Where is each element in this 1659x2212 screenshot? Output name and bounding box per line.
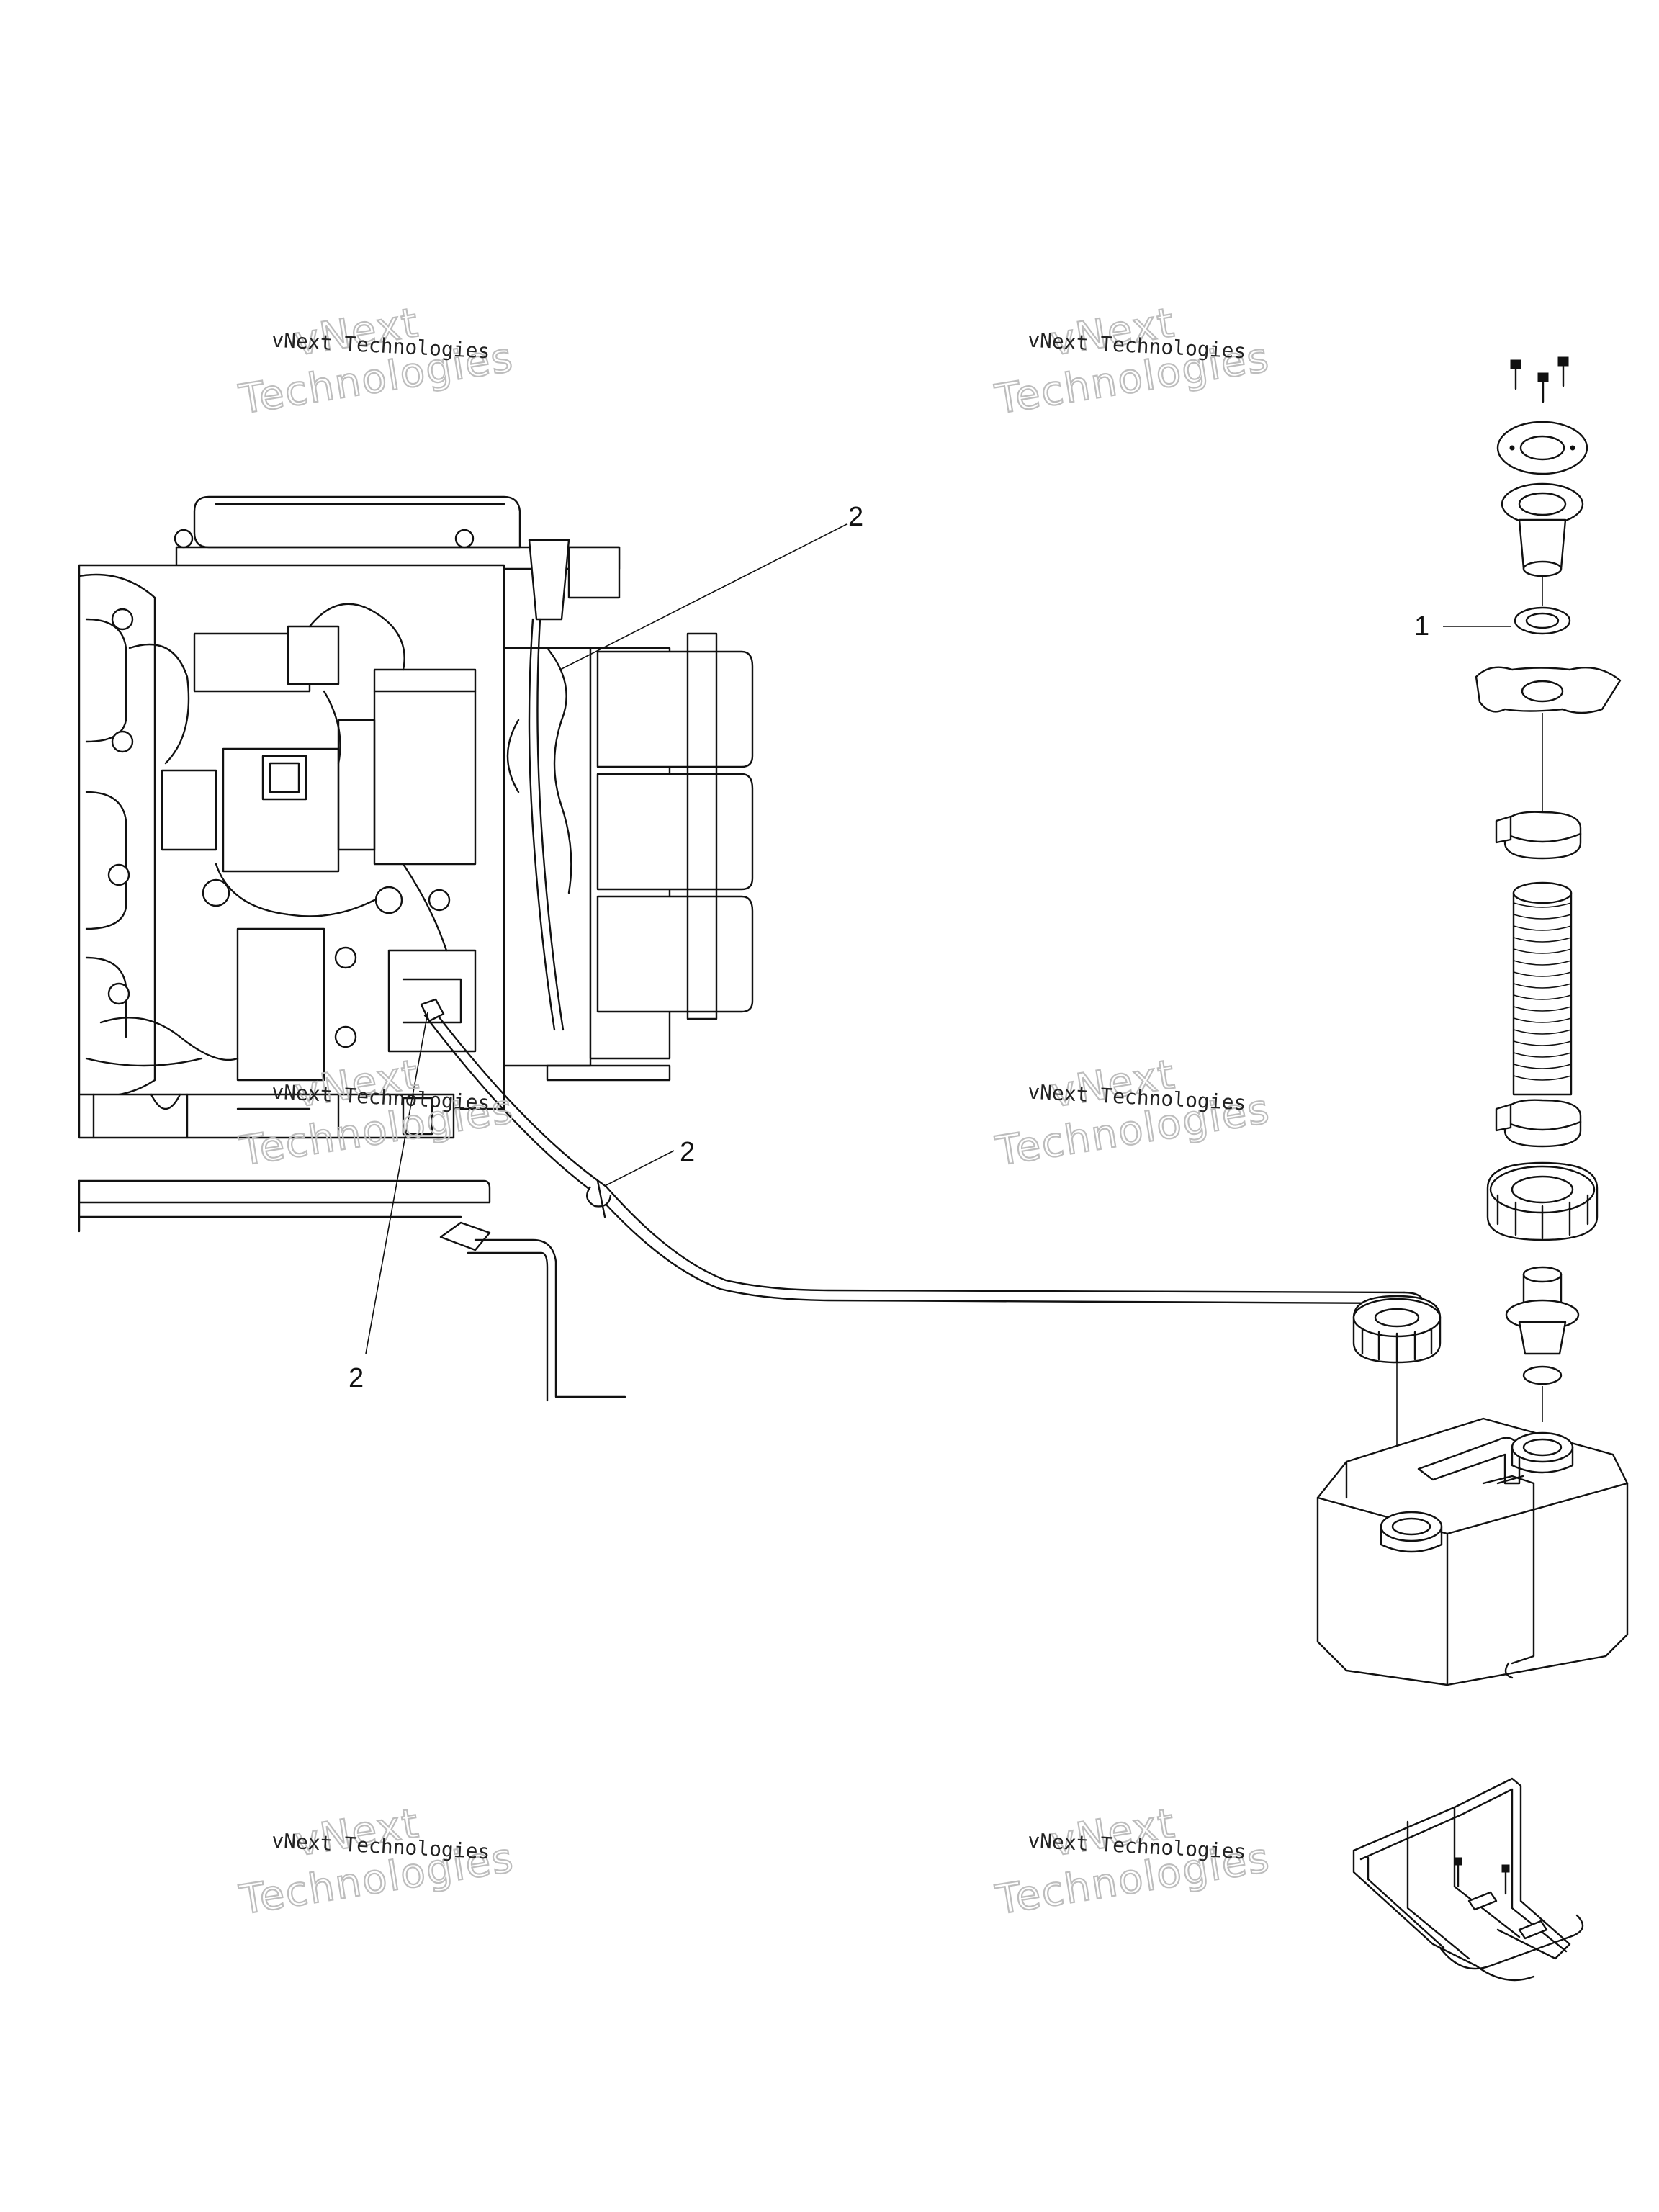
engine-base bbox=[78, 1093, 626, 1402]
callout-2-top: 2 bbox=[559, 502, 863, 670]
screws bbox=[1510, 356, 1569, 403]
callout-1-label: 1 bbox=[1414, 611, 1429, 642]
callout-2-mid: 2 bbox=[606, 1137, 695, 1186]
oil-tank bbox=[1316, 1417, 1629, 1686]
callout-1: 1 bbox=[1414, 611, 1511, 642]
engine-assembly bbox=[78, 495, 754, 1110]
callout-2-top-label: 2 bbox=[848, 502, 863, 532]
callout-2-bottom: 2 bbox=[349, 1012, 428, 1393]
vent-cap bbox=[1352, 1295, 1442, 1498]
callout-2-bottom-label: 2 bbox=[349, 1363, 364, 1393]
filler-assembly bbox=[1475, 356, 1622, 1422]
tank-bracket bbox=[1352, 1777, 1584, 1982]
callout-2-mid-label: 2 bbox=[680, 1137, 695, 1167]
